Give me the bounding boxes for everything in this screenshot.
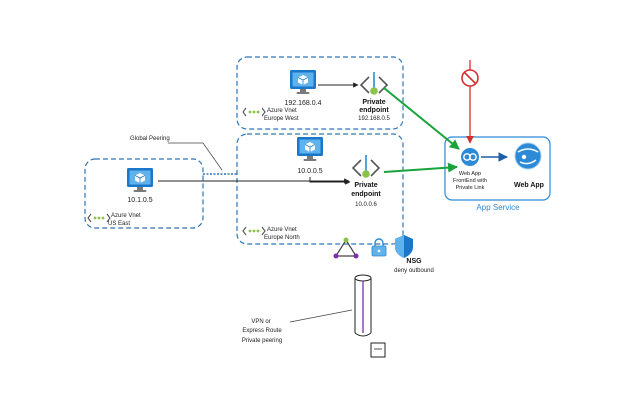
endpoint-north-title-1: Private (354, 182, 377, 189)
app-service-label: App Service (476, 203, 520, 212)
vnet-north-label-2: Europe North (264, 235, 300, 241)
private-endpoint-icon (352, 154, 380, 179)
global-peering-leader (168, 142, 223, 171)
frontend-label-2: FrontEnd with (453, 178, 487, 184)
monitor-icon (289, 69, 317, 95)
monitor-icon (126, 167, 154, 193)
shield-icon (395, 235, 413, 258)
green-arrow-north (383, 162, 458, 173)
endpoint-north-title-2: endpoint (351, 191, 381, 198)
web-app-label: Web App (514, 182, 544, 189)
vm-ip-west: 192.168.0.4 (285, 100, 322, 107)
vpn-label-1: VPN or (251, 319, 270, 325)
vm-ip-east: 10.1.0.5 (127, 197, 152, 204)
lock-icon (371, 238, 387, 257)
green-arrow-west (383, 87, 460, 150)
endpoint-west-ip: 192.168.0.5 (358, 116, 390, 122)
vnet-west-label-2: Europe West (264, 116, 299, 122)
endpoint-west-title-2: endpoint (359, 107, 389, 114)
vpn-pipe (354, 274, 372, 337)
private-link-icon (461, 148, 479, 166)
vpn-leader (289, 309, 353, 323)
vnet-east-label-2: US East (108, 221, 130, 227)
endpoint-west-title-1: Private (362, 99, 385, 106)
vnet-icon (87, 213, 111, 223)
nsg-title: NSG (406, 258, 422, 265)
nsg-subtitle: deny outbound (394, 268, 434, 274)
vnet-north-label-1: Azure Vnet (267, 227, 297, 233)
route-triangle-icon (333, 237, 359, 259)
web-app-icon (514, 142, 542, 170)
vpn-label-3: Private peering (242, 338, 282, 344)
vnet-east-label-1: Azure Vnet (111, 213, 141, 219)
vnet-icon (242, 107, 266, 117)
vpn-label-2: Express Route (242, 328, 282, 334)
vnet-europe-north-box (236, 133, 404, 245)
frontend-label-3: Private Link (456, 185, 485, 191)
vnet-west-label-1: Azure Vnet (267, 108, 297, 114)
vm-ip-north: 10.0.0.5 (297, 168, 322, 175)
vnet-europe-west-box (236, 56, 404, 130)
monitor-icon (296, 136, 324, 162)
frontend-label-1: Web App (459, 171, 481, 177)
endpoint-north-ip: 10.0.0.6 (355, 202, 377, 208)
vnet-us-east-box (84, 158, 204, 229)
vnet-icon (242, 226, 266, 236)
global-peering-label: Global Peering (130, 136, 170, 142)
private-endpoint-icon (360, 71, 388, 96)
no-entry-icon (461, 69, 479, 87)
arrow-vm-north-to-endpoint (309, 177, 351, 185)
gateway-icon (370, 342, 386, 358)
